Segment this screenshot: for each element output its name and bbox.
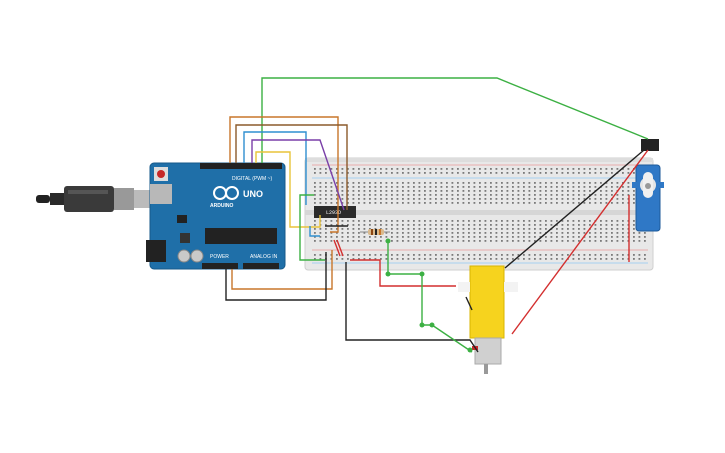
wire-joints <box>385 238 473 353</box>
arduino-logo: ARDUINO <box>210 186 239 209</box>
analog-header[interactable] <box>243 263 279 269</box>
dc-gear-motor-icon[interactable] <box>458 265 518 374</box>
analog-header-label: ANALOG IN <box>250 254 278 260</box>
resistor-icon[interactable] <box>360 229 390 235</box>
driver-chip-label: L293D <box>326 210 341 216</box>
digital-header-label: DIGITAL (PWM ~) <box>232 176 272 182</box>
board-model: UNO <box>243 189 263 199</box>
microcontroller-chip <box>205 228 277 244</box>
power-jack <box>146 240 166 262</box>
usb-port <box>150 184 172 204</box>
arduino-board[interactable]: DIGITAL (PWM ~) ARDUINO UNO POWER ANALOG… <box>146 162 286 270</box>
usb-cable-icon[interactable] <box>36 186 154 212</box>
breadboard-holes <box>314 168 646 260</box>
wires <box>225 77 649 353</box>
power-header[interactable] <box>202 263 238 269</box>
digital-header[interactable] <box>200 163 282 169</box>
board-brand: ARDUINO <box>210 203 233 209</box>
power-header-label: POWER <box>210 254 229 260</box>
servo-motor-icon[interactable] <box>632 139 664 232</box>
l293d-driver-chip[interactable]: L293D <box>314 206 356 218</box>
breadboard[interactable] <box>304 157 654 271</box>
